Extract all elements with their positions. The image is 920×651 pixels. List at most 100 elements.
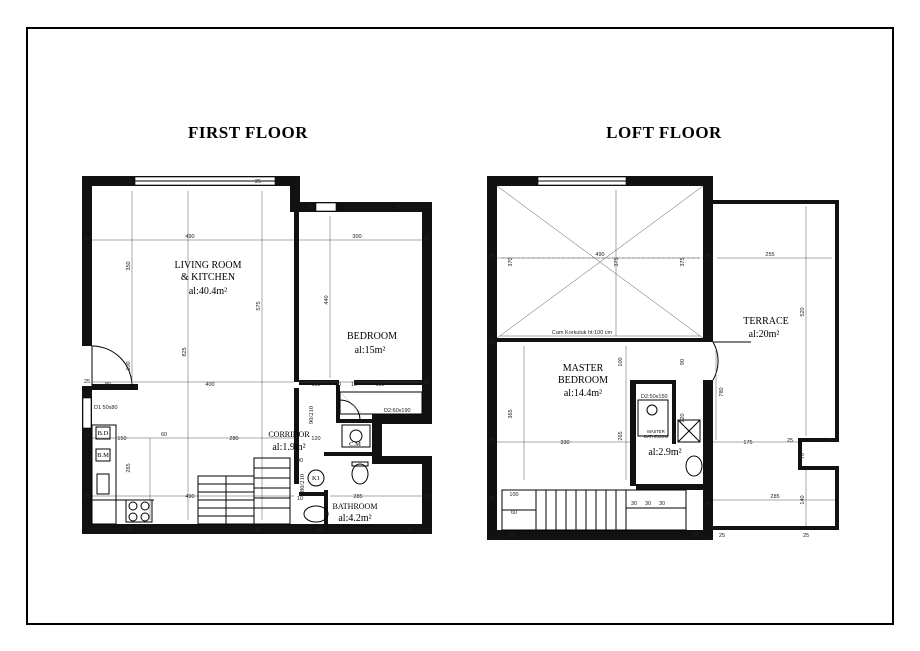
dim-text: 490 (595, 252, 604, 258)
dim-text: 25 (424, 236, 430, 242)
dim-text: 440 (324, 295, 330, 304)
dim-text: 25 (827, 438, 833, 444)
dim-text: 25 (719, 533, 725, 539)
window-d2-label: D2:60x190 (384, 408, 411, 414)
corridor-area: al:1.9m² (272, 442, 305, 453)
corridor-label: CORRIDOR (268, 430, 310, 439)
dim-text: 350 (126, 261, 132, 270)
living-room-label-line1: LIVING ROOM (175, 260, 242, 271)
dim-text: 575 (256, 301, 262, 310)
living-room-label-line2: & KITCHEN (181, 272, 235, 283)
bathroom-area: al:4.2m² (338, 513, 371, 524)
dim-text: 190 (375, 382, 384, 388)
bedroom-label: BEDROOM (347, 331, 397, 342)
washer-label: B.M (97, 452, 109, 459)
dim-text: 100 (509, 492, 518, 498)
first-floor-windows (82, 176, 337, 429)
dim-text: 25 (705, 254, 711, 260)
dishwasher-label: B.D (98, 430, 109, 437)
terrace-door-swing (712, 341, 719, 381)
first-floor-dimension-texts: 25 25 25 25 490 300 350 575 440 825 400 … (84, 179, 430, 533)
dim-text: 140 (800, 495, 806, 504)
loft-bathroom-fixtures (637, 399, 703, 477)
dim-text: 25 (424, 494, 430, 500)
dim-text: 25 (803, 533, 809, 539)
dim-text: 520 (800, 307, 806, 316)
dim-text: 25 (84, 379, 90, 385)
first-floor-plan: LIVING ROOM & KITCHEN al:40.4m² BEDROOM … (82, 176, 432, 534)
dim-text: 25 (307, 205, 313, 211)
dim-text: 370 (508, 257, 514, 266)
dim-text: 825 (182, 347, 188, 356)
loft-floor-title: LOFT FLOOR (606, 123, 722, 142)
dim-text: 25 (489, 496, 495, 502)
dim-text: 25 (424, 380, 430, 386)
loft-floor-walls (487, 176, 839, 540)
dim-text: 25 (84, 433, 90, 439)
dim-text: 285 (353, 494, 362, 500)
dim-text: 25 (127, 179, 133, 185)
dim-text: 25 (489, 254, 495, 260)
dim-text: 80 (105, 382, 111, 388)
dim-text: 60 (511, 510, 517, 516)
dim-text: 255 (765, 252, 774, 258)
dim-text: 265 (126, 463, 132, 472)
glass-railing-note: Cam Korkuluk ht:100 cm (552, 330, 613, 336)
dim-text: 265 (618, 431, 624, 440)
dim-text: 780 (719, 387, 725, 396)
master-bedroom-label-line1: MASTER (563, 363, 604, 374)
master-bedroom-area: al:14.4m² (564, 388, 602, 399)
loft-dimension-lines (497, 190, 835, 526)
bedroom-wardrobe (339, 391, 423, 415)
loft-dimension-texts: 490 255 370 375 375 520 100 90 365 265 3… (489, 252, 833, 539)
entry-door-swing (91, 345, 133, 387)
dim-text: 25 (255, 179, 261, 185)
dim-text: 120 (311, 436, 320, 442)
dim-text: 100 (618, 357, 624, 366)
washing-machine-label: C.M (349, 441, 361, 448)
terrace-area: al:20m² (749, 329, 780, 340)
dim-text: 375 (680, 257, 686, 266)
bedroom-area: al:15m² (355, 345, 386, 356)
master-bathroom-label-line2: BATHROOM (644, 434, 668, 439)
dim-text: 30 (645, 501, 651, 507)
drawing-frame (26, 27, 894, 625)
dim-text: 120 (680, 413, 686, 422)
dim-text: 10 (297, 496, 303, 502)
dim-text: 330 (560, 440, 569, 446)
dim-text: 280 (229, 436, 238, 442)
dim-text: 490 (185, 494, 194, 500)
first-floor-title: FIRST FLOOR (188, 123, 308, 142)
dim-text: 25 (489, 340, 495, 346)
dim-text: 90 (297, 458, 303, 464)
dim-text: 10 (351, 382, 357, 388)
dim-text: 400 (205, 382, 214, 388)
dim-text: 375 (614, 257, 620, 266)
dim-text: 10 (335, 382, 341, 388)
dim-text: 490 (185, 234, 194, 240)
boiler-label: K1 (312, 475, 320, 482)
dim-text: 25 (395, 205, 401, 211)
dim-text: 25 (509, 533, 515, 539)
loft-window-d2-label: D2:50x150 (641, 394, 668, 400)
dim-text: 30 (631, 501, 637, 507)
dim-text: 285 (770, 494, 779, 500)
dim-text: 25 (693, 533, 699, 539)
dim-text: 25 (705, 502, 711, 508)
loft-void (496, 185, 704, 339)
kitchen-counter (91, 424, 154, 525)
dim-text: 100 (311, 382, 320, 388)
dim-text: 25 (84, 494, 90, 500)
dim-text: 60 (161, 432, 167, 438)
dim-text: 90 (680, 359, 686, 365)
master-bathroom-area: al:2.9m² (648, 447, 681, 458)
dim-text: 30 (659, 501, 665, 507)
door-80-210-label: 80/210 (299, 474, 306, 492)
loft-stairs (501, 489, 687, 531)
dim-text: 100 (126, 361, 132, 370)
dim-text: 365 (508, 409, 514, 418)
master-bathroom-label-line1: MASTER (647, 429, 664, 434)
door-90-210-label: 90/210 (308, 406, 315, 424)
dim-text: 25 (127, 527, 133, 533)
